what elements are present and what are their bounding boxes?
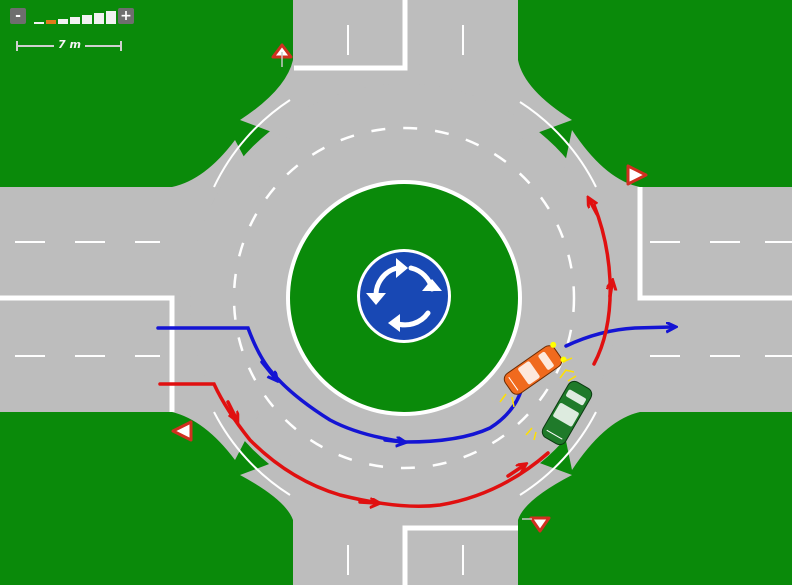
- red-route: [158, 201, 612, 506]
- yield-sign-bottom: [522, 516, 551, 533]
- green-car-signal-marks: [525, 369, 577, 441]
- zoom-level-bars: [32, 10, 116, 24]
- zoom-level-6[interactable]: [94, 13, 104, 24]
- green-car: [541, 380, 593, 446]
- outer-edge-lines: [213, 99, 597, 496]
- inner-lane-divider: [232, 126, 576, 470]
- zoom-level-5[interactable]: [82, 15, 92, 24]
- scale-bar: 7 m: [16, 38, 124, 52]
- yield-sign-left: [171, 420, 193, 442]
- scale-tick-right: [120, 41, 122, 51]
- scale-tick-left: [16, 41, 18, 51]
- orange-car: [503, 341, 567, 395]
- zoom-control: - + 7 m: [10, 8, 140, 56]
- zoom-level-1[interactable]: [34, 22, 44, 24]
- zoom-level-3[interactable]: [58, 19, 68, 24]
- scale-label: 7 m: [54, 38, 85, 52]
- yield-sign-right: [626, 164, 648, 186]
- yield-sign-top: [271, 43, 293, 67]
- orange-car-signal-marks: [499, 357, 575, 408]
- zoom-level-4[interactable]: [70, 17, 80, 24]
- zoom-level-7[interactable]: [106, 11, 116, 24]
- lane-dashes: [15, 25, 792, 575]
- zoom-out-button[interactable]: -: [10, 8, 26, 24]
- zoom-in-button[interactable]: +: [118, 8, 134, 24]
- zoom-level-2[interactable]: [46, 20, 56, 24]
- roundabout-mandatory-sign-icon: [357, 249, 451, 343]
